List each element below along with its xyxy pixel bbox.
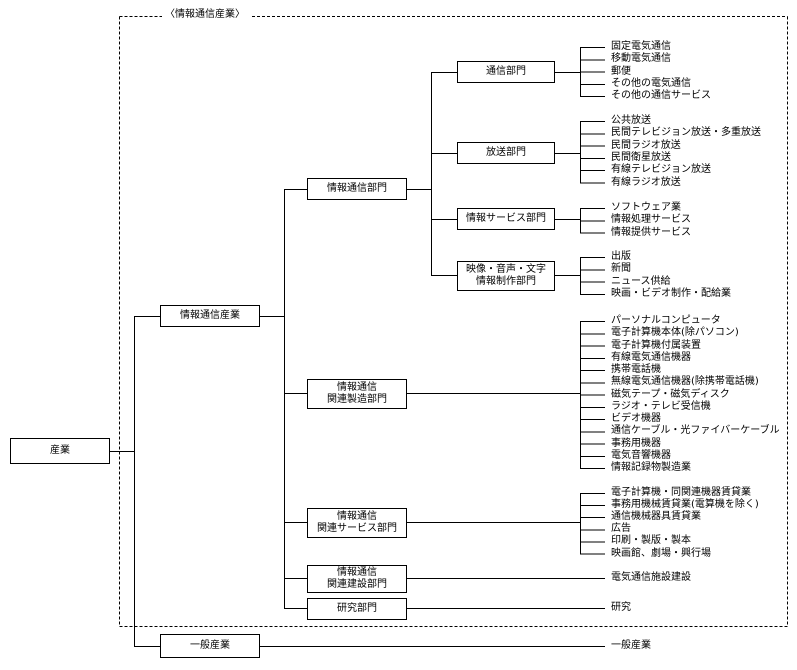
leaf-telecom-leaf: 固定電気通信 — [611, 41, 671, 52]
leaf-related-svc-leaf: 事務用機械賃貸業(電算機を除く) — [611, 499, 759, 511]
ict-industry-box: 情報通信産業 — [160, 305, 260, 327]
leaf-media-leaf: ニュース供給 — [611, 275, 671, 287]
leaf-broadcast-leaf: 民間ラジオ放送 — [611, 139, 681, 151]
sector-related-const: 情報通信関連建設部門 — [307, 565, 407, 593]
leaf-research-leaf: 研究 — [611, 602, 631, 613]
leaf-telecom-leaf: 郵便 — [611, 65, 631, 77]
leaf-related-svc-leaf: 広告 — [611, 523, 631, 535]
leaf-telecom-leaf: その他の電気通信 — [611, 77, 691, 89]
leaf-media-leaf: 出版 — [611, 251, 631, 262]
subsector-info-svc: 情報サービス部門 — [457, 208, 555, 230]
sector-related-svc: 情報通信関連サービス部門 — [307, 508, 407, 538]
sector-ict-label: 情報通信部門 — [327, 183, 387, 194]
leaf-media-leaf: 映画・ビデオ制作・配給業 — [611, 287, 731, 299]
subsector-media: 映像・音声・文字情報制作部門 — [457, 261, 555, 291]
leaf-related-mfg-leaf: 無線電気通信機器(除携帯電話機) — [611, 376, 759, 388]
leaf-related-mfg-leaf: 事務用機器 — [611, 437, 661, 449]
sector-related-const-label: 関連建設部門 — [327, 579, 387, 590]
leaf-info-svc-leaf: 情報処理サービス — [611, 214, 691, 226]
leaf-related-mfg-leaf: 電気音響機器 — [611, 449, 671, 461]
sector-related-mfg: 情報通信関連製造部門 — [307, 379, 407, 409]
leaf-broadcast-leaf: 有線ラジオ放送 — [611, 176, 681, 188]
general-industry-label: 一般産業 — [190, 640, 230, 651]
frame-label: 〈情報通信産業〉 — [162, 9, 248, 21]
subsector-broadcast: 放送部門 — [457, 142, 555, 164]
leaf-related-mfg-leaf: 磁気テープ・磁気ディスク — [611, 388, 730, 400]
sector-related-mfg-label: 情報通信 — [337, 382, 377, 393]
leaf-broadcast-leaf: 公共放送 — [611, 115, 651, 126]
leaf-related-mfg-leaf: 電子計算機付属装置 — [611, 339, 701, 351]
leaf-broadcast-leaf: 民間テレビジョン放送・多重放送 — [611, 127, 761, 139]
leaf-related-mfg-leaf: 有線電気通信機器 — [611, 351, 691, 363]
leaf-related-const-leaf: 電気通信施設建設 — [611, 572, 691, 583]
leaf-telecom-leaf: 移動電気通信 — [611, 53, 671, 65]
leaf-related-svc-leaf: 通信機械器具賃貸業 — [611, 511, 701, 523]
leaf-telecom-leaf: その他の通信サービス — [611, 90, 711, 102]
root-label: 産業 — [50, 445, 70, 456]
sector-research-label: 研究部門 — [337, 603, 377, 614]
leaf-broadcast-leaf: 有線テレビジョン放送 — [611, 164, 711, 176]
leaf-related-mfg-leaf: ラジオ・テレビ受信機 — [611, 400, 711, 412]
leaf-info-svc-leaf: ソフトウェア業 — [611, 202, 681, 213]
leaf-media-leaf: 新聞 — [611, 263, 631, 275]
leaf-broadcast-leaf: 民間衛星放送 — [611, 151, 671, 163]
sector-related-svc-label: 関連サービス部門 — [317, 523, 397, 534]
subsector-telecom: 通信部門 — [457, 61, 555, 83]
leaf-related-svc-leaf: 電子計算機・同関連機器賃貸業 — [611, 487, 751, 498]
leaf-related-mfg-leaf: ビデオ機器 — [611, 413, 661, 424]
sector-related-svc-label: 情報通信 — [337, 511, 377, 522]
sector-research: 研究部門 — [307, 598, 407, 620]
sector-ict: 情報通信部門 — [307, 178, 407, 200]
leaf-related-mfg-leaf: パーソナルコンピュータ — [611, 315, 721, 326]
leaf-related-mfg-leaf: 情報記録物製造業 — [611, 462, 691, 473]
sector-related-const-label: 情報通信 — [337, 567, 377, 578]
subsector-broadcast-label: 放送部門 — [486, 147, 526, 158]
subsector-info-svc-label: 情報サービス部門 — [466, 213, 546, 224]
leaf-info-svc-leaf: 情報提供サービス — [611, 226, 691, 238]
general-industry-leaf: 一般産業 — [611, 640, 651, 651]
general-industry-box: 一般産業 — [160, 634, 260, 658]
leaf-related-svc-leaf: 映画館、劇場・興行場 — [611, 547, 711, 559]
leaf-related-svc-leaf: 印刷・製版・製本 — [611, 535, 691, 547]
leaf-related-mfg-leaf: 電子計算機本体(除パソコン) — [611, 327, 739, 339]
subsector-media-label: 映像・音声・文字 — [466, 264, 546, 275]
subsector-telecom-label: 通信部門 — [486, 66, 526, 77]
subsector-media-label: 情報制作部門 — [476, 276, 536, 287]
leaf-related-mfg-leaf: 携帯電話機 — [611, 364, 661, 375]
leaf-related-mfg-leaf: 通信ケーブル・光ファイバーケーブル — [611, 425, 780, 437]
sector-related-mfg-label: 関連製造部門 — [327, 394, 387, 405]
ict-industry-label: 情報通信産業 — [180, 310, 240, 321]
root-box: 産業 — [10, 438, 110, 464]
